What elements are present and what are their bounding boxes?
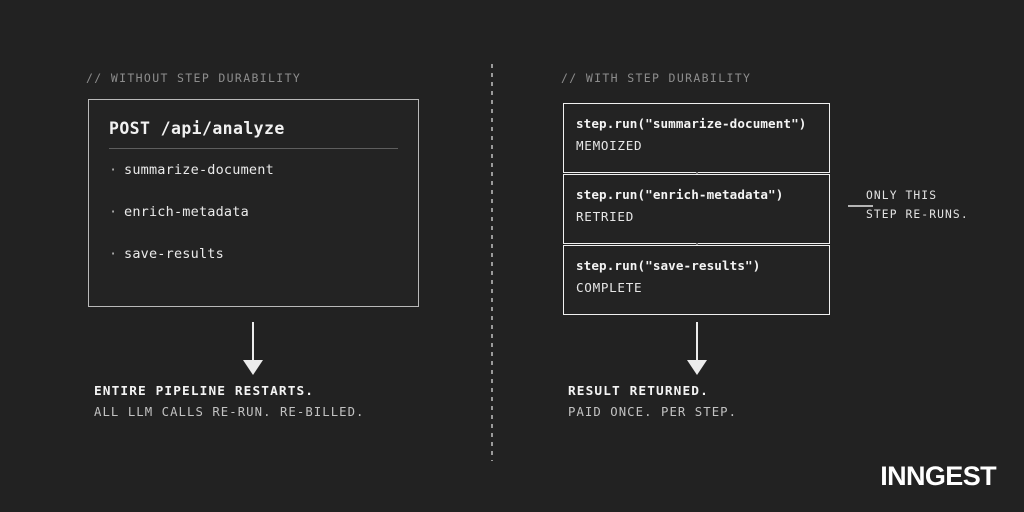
left-caption: ENTIRE PIPELINE RESTARTS. ALL LLM CALLS …	[94, 381, 365, 423]
arrow-stem	[696, 322, 698, 362]
arrow-head	[687, 360, 707, 375]
list-item: · enrich-metadata	[109, 204, 402, 246]
status-badge: COMPLETE	[576, 280, 643, 295]
bullet-icon: ·	[109, 162, 118, 178]
step-card-summarize-document: step.run("summarize-document") MEMOIZED	[563, 103, 830, 173]
center-dotted-divider	[491, 64, 493, 461]
list-item-label: save-results	[124, 246, 224, 262]
list-item: · save-results	[109, 246, 402, 288]
without-durability-card: POST /api/analyze · summarize-document ·…	[88, 99, 419, 307]
right-caption-secondary: PAID ONCE. PER STEP.	[568, 405, 738, 419]
list-item-label: summarize-document	[124, 162, 274, 178]
left-section-header: // WITHOUT STEP DURABILITY	[86, 71, 302, 85]
arrow-head	[243, 360, 263, 375]
left-caption-secondary: ALL LLM CALLS RE-RUN. RE-BILLED.	[94, 405, 365, 419]
status-badge: RETRIED	[576, 209, 634, 224]
right-caption-primary: RESULT RETURNED.	[568, 384, 709, 399]
status-badge: MEMOIZED	[576, 138, 643, 153]
list-item: · summarize-document	[109, 162, 402, 204]
step-call-text: step.run("summarize-document")	[576, 116, 807, 131]
pipeline-step-list: · summarize-document · enrich-metadata ·…	[109, 162, 402, 288]
annotation-line-2: STEP RE-RUNS.	[866, 208, 969, 221]
annotation-leader-line	[848, 205, 873, 207]
card-divider-rule	[109, 148, 398, 149]
step-card-enrich-metadata: step.run("enrich-metadata") RETRIED	[563, 174, 830, 244]
right-caption: RESULT RETURNED. PAID ONCE. PER STEP.	[568, 381, 737, 423]
endpoint-title: POST /api/analyze	[109, 119, 285, 138]
arrow-stem	[252, 322, 254, 362]
bullet-icon: ·	[109, 204, 118, 220]
step-call-text: step.run("enrich-metadata")	[576, 187, 784, 202]
retry-annotation: ONLY THIS STEP RE-RUNS.	[866, 186, 969, 224]
inngest-logo: INNGEST	[880, 461, 996, 491]
right-section-header: // WITH STEP DURABILITY	[561, 71, 752, 85]
left-caption-primary: ENTIRE PIPELINE RESTARTS.	[94, 384, 315, 399]
annotation-line-1: ONLY THIS	[866, 189, 938, 202]
step-call-text: step.run("save-results")	[576, 258, 761, 273]
list-item-label: enrich-metadata	[124, 204, 249, 220]
bullet-icon: ·	[109, 246, 118, 262]
step-card-save-results: step.run("save-results") COMPLETE	[563, 245, 830, 315]
